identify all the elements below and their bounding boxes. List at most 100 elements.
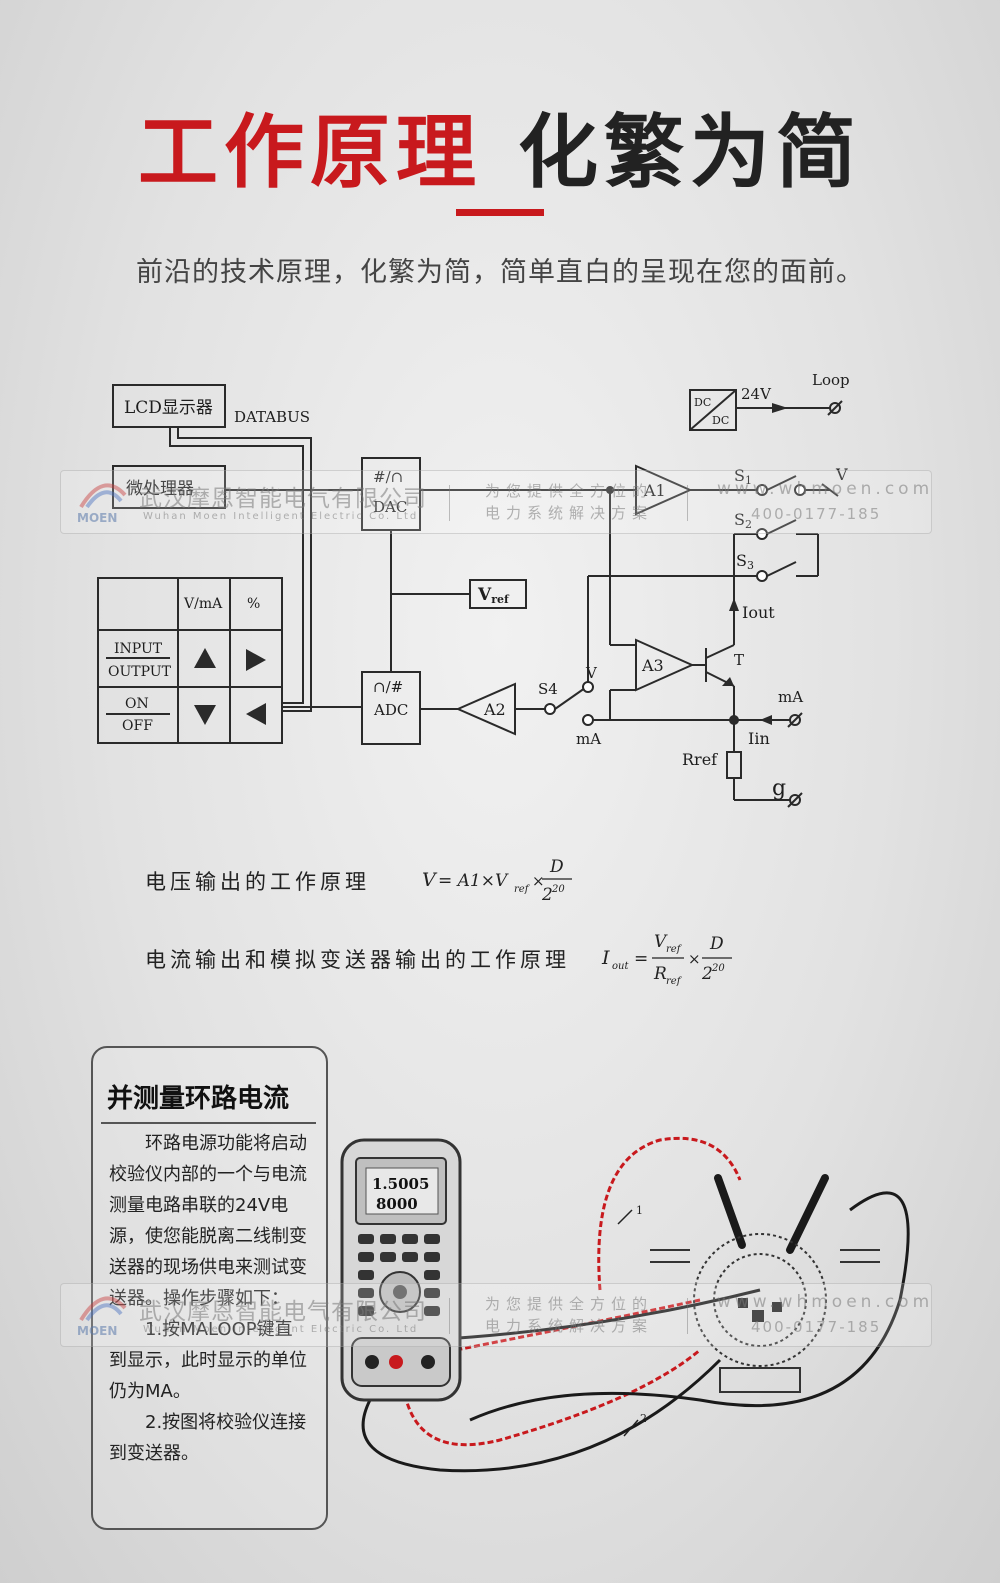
i-num-sub: ref: [666, 944, 683, 955]
s1-label: S: [734, 466, 745, 485]
arrow-down-key: [194, 705, 216, 725]
page-title: 工作原理化繁为简: [0, 88, 1000, 204]
s4-label: S4: [538, 680, 558, 698]
transistor-label: T: [734, 651, 744, 669]
s2-sub: 2: [745, 518, 752, 531]
transmitter: [650, 1233, 880, 1393]
lead-1-label: 1: [636, 1204, 643, 1217]
voltage-formula-label: 电压输出的工作原理: [145, 870, 370, 894]
watermark-company-cn: 武汉摩恩智能电气有限公司: [139, 486, 427, 512]
v-ref-sub: ref: [514, 884, 531, 895]
current-formula: I out = V ref R ref × D 2 20: [601, 932, 732, 987]
i-den-sub: ref: [666, 976, 683, 987]
watermark-tel: 400-0177-185: [751, 1318, 882, 1336]
watermark-brand: MOEN: [77, 1324, 118, 1338]
i-frac-den: 2: [701, 964, 713, 984]
v-lhs: V: [422, 869, 438, 891]
dcdc-bottom-label: DC: [712, 414, 729, 427]
v-frac-num: D: [549, 857, 564, 877]
loop-label: Loop: [812, 371, 850, 389]
subtitle: 前沿的技术原理，化繁为简，简单直白的呈现在您的面前。: [136, 257, 864, 288]
keypad-off: OFF: [122, 718, 153, 734]
info-step-2: 2.按图将校验仪连接到变送器。: [109, 1412, 307, 1464]
ma-terminal-label: mA: [778, 688, 803, 706]
circuit-diagram: LCD显示器 微处理器 DATABUS #/∩ DAC ∩/# ADC Vref…: [97, 371, 850, 808]
dac-bottom-label: DAC: [373, 498, 407, 516]
arrow-left-key: [246, 703, 266, 725]
s2-label: S: [734, 510, 745, 529]
vref-block: [469, 579, 527, 609]
info-para: 环路电源功能将启动校验仪内部的一个与电流测量电路串联的24V电源，使您能脱离二线…: [109, 1133, 307, 1309]
s3-label: S: [736, 551, 747, 570]
a3-amplifier: [635, 638, 695, 692]
i-den: R: [653, 964, 667, 984]
svg-text:S2: S2: [734, 510, 752, 531]
a1-label: A1: [643, 481, 666, 500]
s3-sub: 3: [747, 559, 754, 572]
title-dark: 化繁为简: [518, 106, 862, 199]
i-lhs-sub: out: [612, 961, 629, 972]
dac-top-label: #/∩: [373, 468, 403, 486]
adc-top-label: ∩/#: [373, 678, 403, 696]
v-times: ×: [532, 872, 545, 890]
watermark-url: www.whmoen.com: [717, 479, 934, 499]
keypad-input: INPUT: [114, 641, 163, 657]
v-frac-den: 2: [541, 885, 553, 905]
a1-amplifier: [635, 464, 693, 516]
watermark-company-cn: 武汉摩恩智能电气有限公司: [139, 1299, 427, 1325]
i-frac-exp: 20: [711, 963, 725, 974]
watermark-separator: [449, 1298, 450, 1334]
keypad-output: OUTPUT: [108, 664, 172, 680]
watermark-tel: 400-0177-185: [751, 505, 882, 523]
i-lhs: I: [601, 947, 610, 969]
watermark-company-en: Wuhan Moen Intelligent Electric Co. Ltd: [143, 511, 419, 522]
iin-label: Iin: [748, 729, 770, 748]
databus-label: DATABUS: [234, 408, 310, 426]
wiring-illustration: 1.5005 8000 1 2: [340, 1136, 910, 1473]
keypad-on: ON: [125, 696, 149, 712]
ma-switch-label: mA: [576, 730, 601, 748]
v-frac-exp: 20: [551, 884, 565, 895]
i-times: ×: [688, 950, 701, 968]
svg-text:S1: S1: [734, 466, 752, 487]
a3-label: A3: [641, 656, 664, 675]
watermark-separator: [687, 1298, 688, 1334]
watermark-slogan: 为您提供全方位的 电力系统解决方案: [485, 1295, 654, 1335]
mcu-block: [112, 465, 226, 509]
watermark-strip: MOEN 武汉摩恩智能电气有限公司 Wuhan Moen Intelligent…: [60, 470, 932, 534]
info-box: 并测量环路电流 环路电源功能将启动校验仪内部的一个与电流测量电路串联的24V电源…: [91, 1046, 328, 1530]
watermark-brand: MOEN: [77, 511, 118, 525]
keypad-col-pct: %: [247, 596, 260, 612]
watermark-slogan: 为您提供全方位的 电力系统解决方案: [485, 482, 654, 522]
keypad-col-vma: V/mA: [183, 596, 223, 612]
dcdc-block: [689, 389, 737, 431]
arrow-right-key: [246, 649, 266, 671]
mcu-label: 微处理器: [126, 479, 194, 499]
watermark-company-en: Wuhan Moen Intelligent Electric Co. Ltd: [143, 1324, 419, 1335]
iout-label: Iout: [742, 603, 775, 622]
keypad: [97, 577, 283, 744]
moen-logo-icon: [79, 483, 127, 509]
i-num: V: [654, 932, 668, 952]
voltage-formula: V = A1×V ref × D 2 20: [422, 857, 572, 905]
v-rhs: = A1×V: [438, 871, 509, 891]
watermark-url: www.whmoen.com: [717, 1292, 934, 1312]
title-underline: [456, 209, 544, 216]
v-output-label: V: [835, 465, 848, 484]
vref-sub: ref: [491, 593, 510, 606]
i-eq: =: [634, 949, 648, 969]
rref-resistor: [726, 751, 742, 779]
vref-label: V: [477, 585, 492, 605]
i-frac-num: D: [709, 934, 724, 954]
calibrator-device: 1.5005 8000: [340, 1138, 462, 1402]
adc-bottom-label: ADC: [373, 701, 408, 719]
a2-label: A2: [483, 700, 506, 719]
lcd-label: LCD显示器: [124, 398, 213, 418]
gnd-label: g: [772, 776, 786, 801]
device-display-line2: 8000: [376, 1195, 418, 1213]
watermark-strip: MOEN 武汉摩恩智能电气有限公司 Wuhan Moen Intelligent…: [60, 1283, 932, 1347]
current-formula-label: 电流输出和模拟变送器输出的工作原理: [145, 948, 570, 972]
v24-label: 24V: [741, 385, 772, 403]
s1-sub: 1: [745, 474, 752, 487]
v-switch-label: V: [585, 664, 598, 682]
